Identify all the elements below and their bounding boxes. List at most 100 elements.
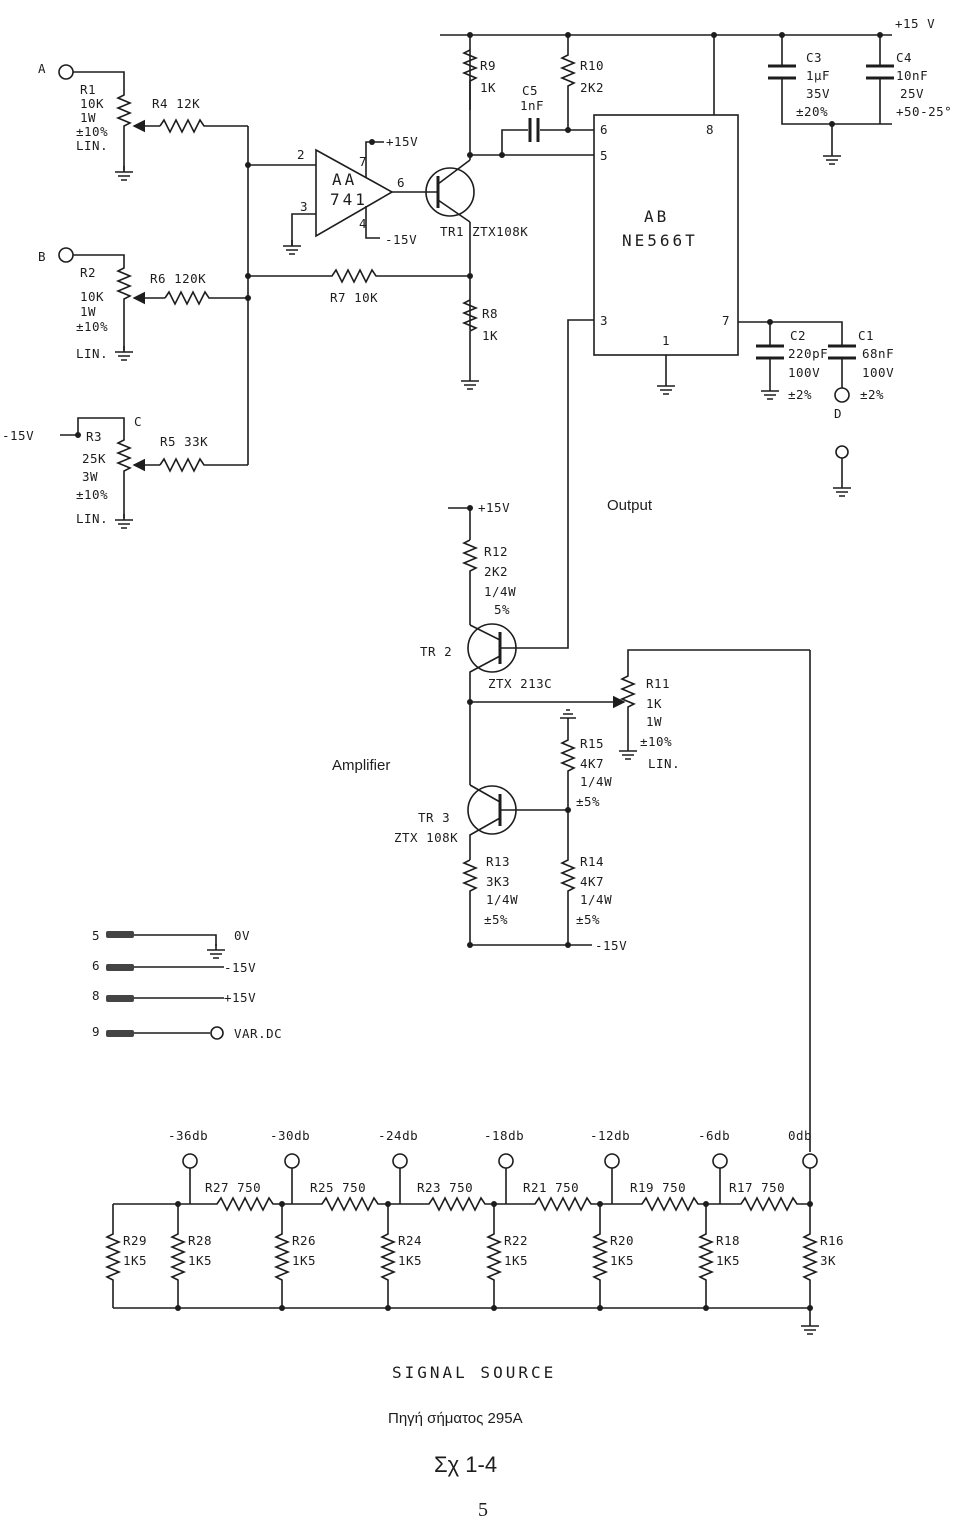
opamp-label-1: AA bbox=[332, 170, 357, 189]
ic-pin1: 1 bbox=[662, 333, 670, 348]
top-supply-label: +15 V bbox=[895, 16, 935, 31]
supply-rail-top: +15 V bbox=[440, 16, 935, 38]
opamp-741: 2 3 7 4 6 AA 741 +15V -15V bbox=[248, 134, 430, 255]
r10-name: R10 bbox=[580, 58, 604, 73]
opamp-pin3: 3 bbox=[300, 199, 308, 214]
ic-pin7: 7 bbox=[722, 313, 730, 328]
ladder-ground-icon bbox=[801, 1325, 819, 1335]
ic-label-2: NE566T bbox=[622, 231, 698, 250]
bottom-rail-label: -15V bbox=[595, 938, 627, 953]
shunt-resistor-value: 1K5 bbox=[123, 1253, 147, 1268]
connector-label-neg15: -15V bbox=[224, 960, 256, 975]
r15-value: 4K7 bbox=[580, 756, 604, 771]
opamp-pin2: 2 bbox=[297, 147, 305, 162]
tr2-part: ZTX 213C bbox=[488, 676, 552, 691]
series-resistor bbox=[400, 1196, 506, 1212]
r9-name: R9 bbox=[480, 58, 496, 73]
c4-voltage: 25V bbox=[900, 86, 924, 101]
r2-value: 10K bbox=[80, 289, 104, 304]
output-label: Output bbox=[607, 497, 653, 514]
tap-jack[interactable] bbox=[712, 1153, 728, 1169]
input-c-label: C bbox=[134, 414, 142, 429]
r14-tolerance: ±5% bbox=[576, 912, 600, 927]
ladder-node bbox=[175, 1201, 181, 1207]
ic-pin6: 6 bbox=[600, 122, 608, 137]
shunt-resistor-name: R26 bbox=[292, 1233, 316, 1248]
ladder-node bbox=[491, 1201, 497, 1207]
r15-tolerance: ±5% bbox=[576, 794, 600, 809]
figure-caption: Πηγή σήματος 295A bbox=[388, 1410, 523, 1427]
r2-taper: LIN. bbox=[76, 346, 108, 361]
input-a-label: A bbox=[38, 61, 46, 76]
r11-power: 1W bbox=[646, 714, 662, 729]
r14-value: 4K7 bbox=[580, 874, 604, 889]
shunt-resistor-value: 1K5 bbox=[504, 1253, 528, 1268]
r11-name: R11 bbox=[646, 676, 670, 691]
r15-name: R15 bbox=[580, 736, 604, 751]
tap-jack[interactable] bbox=[604, 1153, 620, 1169]
shunt-resistor-value: 1K5 bbox=[716, 1253, 740, 1268]
tap-label: -12db bbox=[590, 1128, 630, 1143]
input-a-section: A R1 10K 1W ±10% LIN. R4 12K bbox=[38, 61, 248, 181]
r13-power: 1/4W bbox=[486, 892, 518, 907]
opamp-label-2: 741 bbox=[330, 190, 368, 209]
r8-name: R8 bbox=[482, 306, 498, 321]
r13-resistor bbox=[461, 859, 568, 946]
tap-jack[interactable] bbox=[802, 1153, 818, 1169]
connector-pin-8: 8 bbox=[92, 988, 100, 1003]
r2-name: R2 bbox=[80, 265, 96, 280]
tap-label: -6db bbox=[698, 1128, 730, 1143]
connector-label-pos15: +15V bbox=[224, 990, 256, 1005]
input-b-jack[interactable] bbox=[58, 247, 74, 263]
opamp-pin4: 4 bbox=[359, 216, 367, 231]
shunt-resistor-name: R24 bbox=[398, 1233, 422, 1248]
input-d-jack[interactable] bbox=[834, 387, 850, 403]
r1-name: R1 bbox=[80, 82, 96, 97]
shunt-resistor bbox=[801, 1204, 819, 1308]
r14-name: R14 bbox=[580, 854, 604, 869]
shunt-resistor-name: R18 bbox=[716, 1233, 740, 1248]
input-a-jack[interactable] bbox=[58, 64, 74, 80]
input-d-label: D bbox=[834, 406, 842, 421]
ic-pin3: 3 bbox=[600, 313, 608, 328]
connector-block: 5 0V 6 -15V 8 +15V 9 VAR.DC bbox=[92, 928, 282, 1041]
amplifier-label: Amplifier bbox=[332, 757, 390, 774]
c4-capacitor: C4 10nF 25V +50-25° bbox=[866, 35, 952, 124]
ladder-node bbox=[385, 1305, 391, 1311]
c1-name: C1 bbox=[858, 328, 874, 343]
tap-jack[interactable] bbox=[182, 1153, 198, 1169]
ladder-node bbox=[597, 1201, 603, 1207]
c3-name: C3 bbox=[806, 50, 822, 65]
c4-tolerance: +50-25° bbox=[896, 104, 952, 119]
tap-jack[interactable] bbox=[284, 1153, 300, 1169]
tap-label: -36db bbox=[168, 1128, 208, 1143]
tr2-transistor: +15V R12 2K2 1/4W 5% TR 2 ZTX 213C bbox=[420, 500, 552, 702]
r10-value: 2K2 bbox=[580, 80, 604, 95]
r12-supply: +15V bbox=[478, 500, 510, 515]
tap-label: 0db bbox=[788, 1128, 812, 1143]
ground-jack[interactable] bbox=[835, 445, 849, 459]
figure-number: Σχ 1-4 bbox=[434, 1452, 497, 1477]
r3-supply-label: -15V bbox=[2, 428, 34, 443]
series-resistor bbox=[190, 1196, 292, 1212]
r9-resistor bbox=[461, 49, 479, 110]
tap-jack[interactable] bbox=[392, 1153, 408, 1169]
r13-value: 3K3 bbox=[486, 874, 510, 889]
r8-resistor bbox=[461, 299, 479, 375]
c1-capacitor: D C1 68nF 100V ±2% bbox=[828, 328, 894, 497]
c3-tolerance: ±20% bbox=[796, 104, 828, 119]
tr3-part: ZTX 108K bbox=[394, 830, 458, 845]
c5-name: C5 bbox=[522, 83, 538, 98]
r12-value: 2K2 bbox=[484, 564, 508, 579]
tap-jack[interactable] bbox=[498, 1153, 514, 1169]
schematic-title: SIGNAL SOURCE bbox=[392, 1363, 556, 1382]
r13-tolerance: ±5% bbox=[484, 912, 508, 927]
r15-power: 1/4W bbox=[580, 774, 612, 789]
connector-pin-5: 5 bbox=[92, 928, 100, 943]
r6-label: R6 120K bbox=[150, 271, 206, 286]
input-b-label: B bbox=[38, 249, 46, 264]
c3-capacitor: C3 1μF 35V ±20% bbox=[768, 35, 892, 165]
var-dc-jack[interactable] bbox=[210, 1026, 224, 1040]
